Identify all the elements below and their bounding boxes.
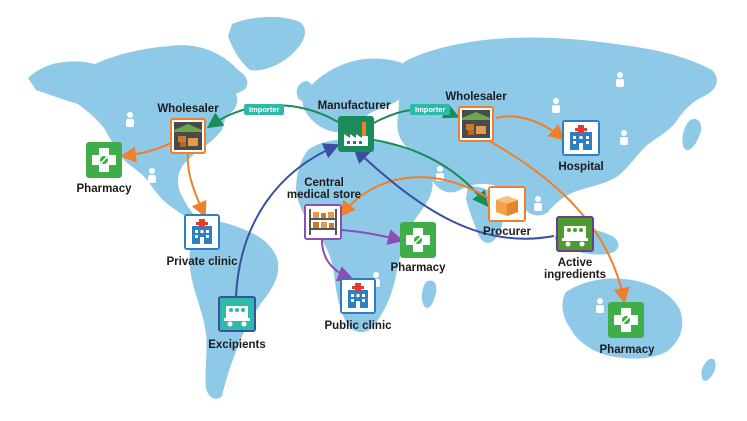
pharmacy-cross-icon [88, 144, 120, 176]
active-ingredients-label-line2: ingredients [544, 269, 606, 281]
continents [28, 16, 717, 399]
excipients-node[interactable] [218, 296, 256, 332]
pill-cart-icon [558, 218, 592, 250]
manufacturer-node[interactable] [338, 116, 374, 152]
wholesaler-east-label: Wholesaler [445, 91, 507, 103]
greenland [228, 16, 305, 71]
importer-badge-east: Importer [410, 104, 451, 115]
pharmacy-africa-label: Pharmacy [390, 262, 446, 274]
factory-icon [340, 118, 372, 150]
public-clinic-label: Public clinic [324, 320, 392, 332]
manufacturer-label: Manufacturer [317, 100, 391, 112]
shelves-icon [306, 206, 340, 238]
pill-cart-icon [220, 298, 254, 330]
active-ingredients-node[interactable] [556, 216, 594, 252]
procurer-node[interactable] [488, 186, 526, 222]
arrow-wholesaler-to-private-clinic [186, 151, 207, 218]
arrow-excipients-to-manufacturer [235, 143, 340, 297]
importer-badge-west: Importer [244, 104, 285, 115]
pharmacy-africa-node[interactable] [400, 222, 436, 258]
arrow-wholesaler-to-hospital [495, 115, 566, 141]
warehouse-icon [174, 122, 202, 150]
pharmacy-cross-icon [610, 304, 642, 336]
clinic-building-icon [342, 280, 374, 312]
population-markers [126, 72, 628, 315]
hospital-node[interactable] [562, 120, 600, 156]
procurer-label: Procurer [483, 226, 531, 238]
private-clinic-label: Private clinic [166, 256, 238, 268]
clinic-building-icon [564, 122, 598, 154]
central-store-label-line1: Central [304, 177, 344, 189]
arrow-manufacturer-to-procurer [373, 139, 489, 208]
pharmacy-australia-node[interactable] [608, 302, 644, 338]
hospital-label: Hospital [558, 161, 604, 173]
central-store-label-line2: medical store [286, 189, 362, 201]
excipients-label: Excipients [208, 339, 266, 351]
pharmacy-west-label: Pharmacy [76, 183, 132, 195]
pharmacy-australia-label: Pharmacy [599, 344, 655, 356]
europe [302, 58, 415, 133]
arrow-central-store-to-pharmacy [341, 229, 404, 245]
wholesaler-east-node[interactable] [458, 106, 494, 142]
active-ingredients-label: Active ingredients [544, 257, 606, 281]
new-zealand [701, 358, 716, 381]
clinic-building-icon [186, 216, 218, 248]
arrow-procurer-to-central-store [339, 176, 489, 218]
central-medical-store-label: Central medical store [287, 177, 361, 201]
central-medical-store-node[interactable] [304, 204, 342, 240]
active-ingredients-label-line1: Active [557, 257, 593, 269]
arrow-central-store-to-public-clinic [321, 239, 354, 282]
madagascar [421, 280, 437, 309]
box-icon [490, 188, 524, 220]
north-america [28, 45, 248, 221]
pharmacy-cross-icon [402, 224, 434, 256]
wholesaler-west-node[interactable] [170, 118, 206, 154]
arrow-active-ingredients-to-manufacturer [353, 147, 555, 240]
wholesaler-west-label: Wholesaler [157, 103, 219, 115]
public-clinic-node[interactable] [340, 278, 376, 314]
private-clinic-node[interactable] [184, 214, 220, 250]
uk [296, 81, 313, 101]
arrow-wholesaler-to-pharmacy-australia [483, 137, 630, 304]
japan [682, 118, 702, 151]
warehouse-icon [462, 110, 490, 138]
pharmacy-west-node[interactable] [86, 142, 122, 178]
